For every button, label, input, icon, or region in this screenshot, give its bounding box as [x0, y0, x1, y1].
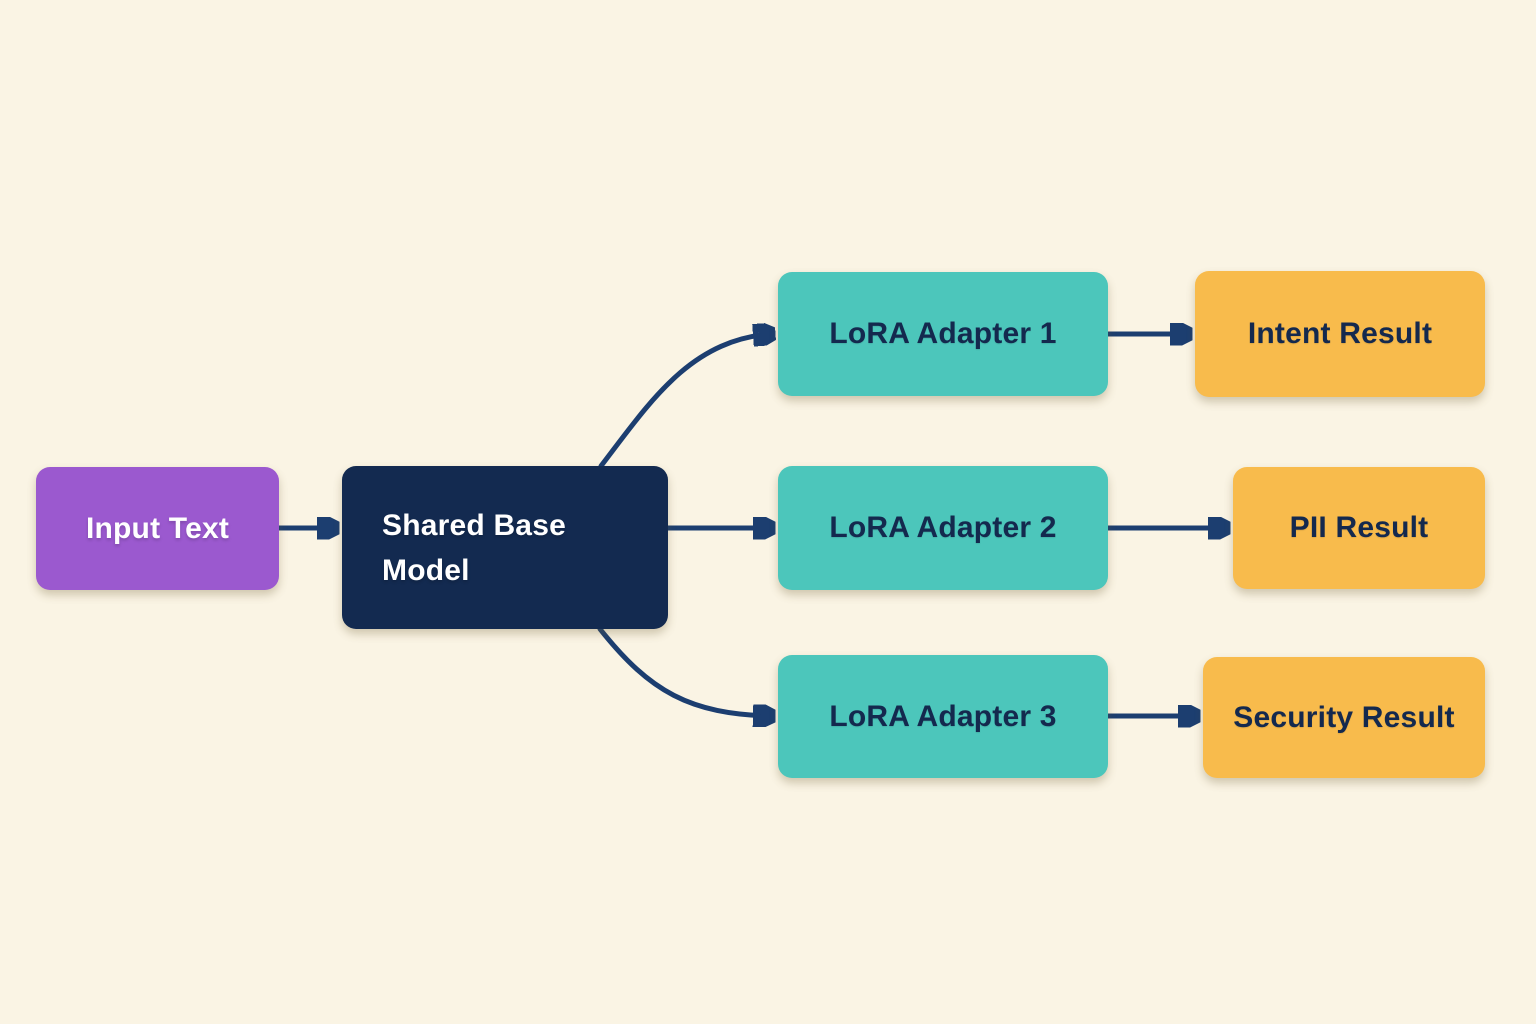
node-lora-adapter-3: LoRA Adapter 3: [778, 655, 1108, 778]
edge-base-to-adapter1: [598, 334, 771, 469]
node-input-text: Input Text: [36, 467, 279, 590]
node-shared-base-model: Shared Base Model: [342, 466, 668, 629]
node-intent-result: Intent Result: [1195, 271, 1485, 397]
node-security-result: Security Result: [1203, 657, 1485, 778]
node-lora-adapter-1: LoRA Adapter 1: [778, 272, 1108, 396]
node-pii-result: PII Result: [1233, 467, 1485, 589]
edge-base-to-adapter3: [597, 626, 771, 716]
node-lora-adapter-2: LoRA Adapter 2: [778, 466, 1108, 590]
